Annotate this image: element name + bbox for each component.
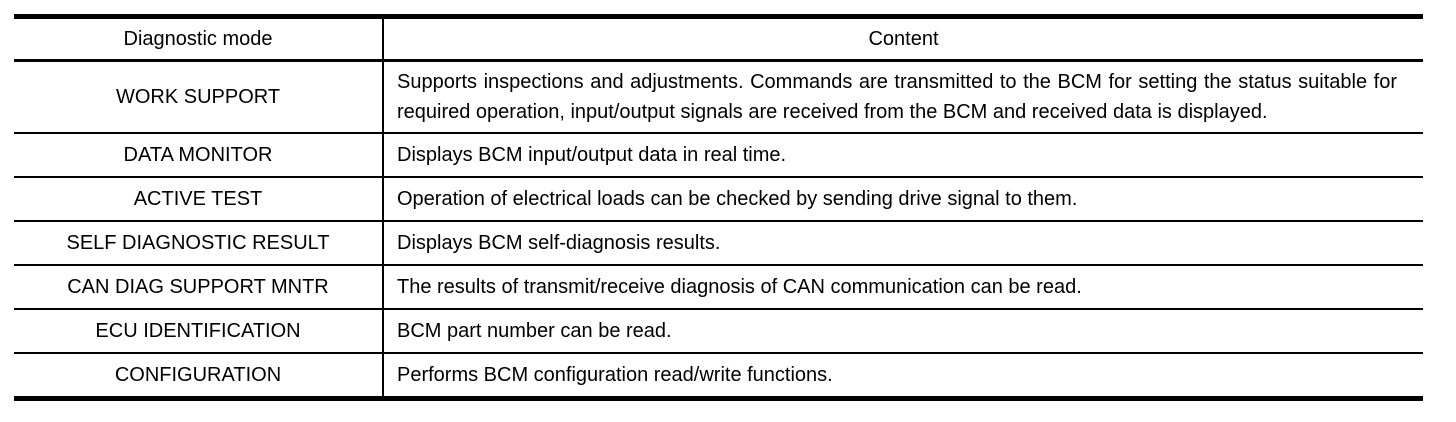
table-row: ECU IDENTIFICATION BCM part number can b… — [14, 309, 1423, 354]
mode-cell: CONFIGURATION — [14, 353, 384, 399]
mode-cell: DATA MONITOR — [14, 133, 384, 178]
table-row: CONFIGURATION Performs BCM configuration… — [14, 353, 1423, 399]
header-row: Diagnostic mode Content — [14, 16, 1423, 62]
table-row: WORK SUPPORT Supports inspections and ad… — [14, 60, 1423, 134]
content-cell: Operation of electrical loads can be che… — [383, 177, 1423, 222]
table-row: CAN DIAG SUPPORT MNTR The results of tra… — [14, 265, 1423, 310]
mode-cell: ACTIVE TEST — [14, 177, 384, 222]
diagnostic-mode-table: Diagnostic mode Content WORK SUPPORT Sup… — [14, 14, 1423, 401]
document-page: Diagnostic mode Content WORK SUPPORT Sup… — [14, 14, 1423, 401]
mode-cell: SELF DIAGNOSTIC RESULT — [14, 221, 384, 266]
table-row: DATA MONITOR Displays BCM input/output d… — [14, 133, 1423, 178]
mode-cell: WORK SUPPORT — [14, 60, 384, 134]
table-row: SELF DIAGNOSTIC RESULT Displays BCM self… — [14, 221, 1423, 266]
content-cell: Performs BCM configuration read/write fu… — [397, 364, 833, 386]
column-header-diagnostic-mode: Diagnostic mode — [14, 16, 384, 62]
content-cell: Supports inspections and adjustments. Co… — [383, 60, 1423, 134]
content-cell: BCM part number can be read. — [383, 309, 1423, 354]
table-row: ACTIVE TEST Operation of electrical load… — [14, 177, 1423, 222]
content-cell: Displays BCM input/output data in real t… — [383, 133, 1423, 178]
content-cell: Displays BCM self-diagnosis results. — [383, 221, 1423, 266]
content-cell: The results of transmit/receive diagnosi… — [383, 265, 1423, 310]
mode-cell: ECU IDENTIFICATION — [14, 309, 384, 354]
column-header-content: Content — [383, 16, 1423, 62]
mode-cell: CAN DIAG SUPPORT MNTR — [14, 265, 384, 310]
